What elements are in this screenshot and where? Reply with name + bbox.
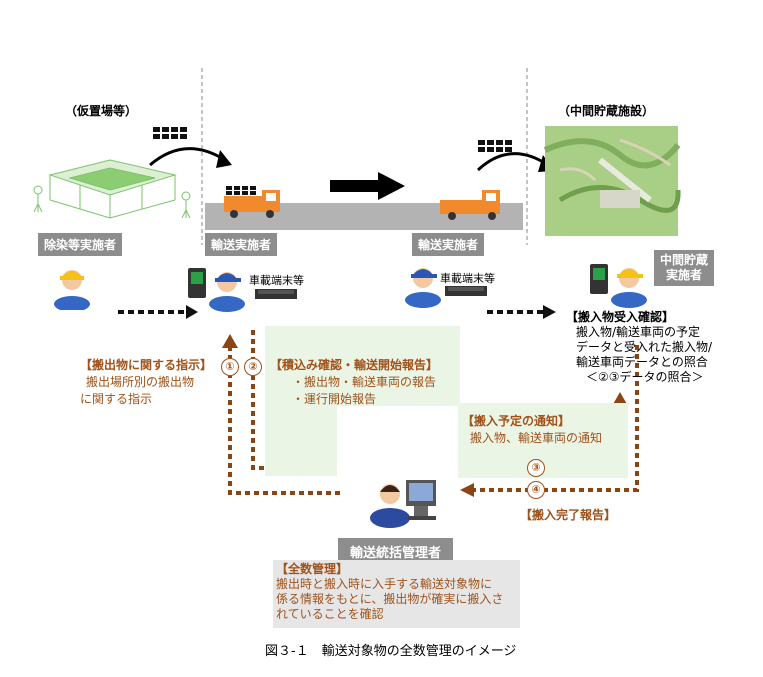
loading-line1: ・搬出物・輸送車両の報告 — [292, 375, 437, 389]
receipt-line2: データと受入れた搬入物/ — [576, 340, 713, 354]
loading-green-box — [265, 326, 460, 406]
terminal-label-left: 車載端末等 — [249, 274, 304, 287]
loading-line2: ・運行開始報告 — [292, 392, 377, 406]
interim-facility-label: （中間貯蔵施設） — [558, 104, 655, 118]
complete-report-title: 【搬入完了報告】 — [520, 508, 617, 522]
transport-arrow — [330, 172, 405, 200]
interim-facility-image — [543, 126, 681, 236]
instruction-title: 【搬出物に関する指示】 — [80, 358, 213, 372]
arrow-instruction — [228, 345, 340, 495]
summary-box — [273, 560, 520, 628]
worker-interim-icon — [590, 264, 647, 308]
temporary-site-label: （仮置場等） — [65, 104, 138, 118]
receipt-title: 【搬入物受入確認】 — [566, 310, 675, 324]
instruction-box: 【搬出物に関する指示】 搬出場所別の搬出物 に関する指示 — [80, 356, 212, 407]
figure-caption: 図３-１ 輸送対象物の全数管理のイメージ — [265, 644, 517, 659]
actor-interim-line2: 実施者 — [666, 268, 703, 282]
summary-title: 【全数管理】 — [276, 562, 349, 576]
summary-line1: 搬出時と搬入時に入手する輸送対象物に — [276, 577, 493, 591]
actor-transport-left: 輸送実施者 — [205, 233, 278, 256]
arrow-report — [251, 330, 325, 470]
cargo-blocks-left — [153, 127, 187, 139]
unload-curve-arrow — [476, 152, 549, 172]
instruction-line2: に関する指示 — [80, 392, 153, 406]
cargo-blocks-right — [478, 140, 512, 152]
worker-decontamination-icon — [54, 270, 90, 310]
truck-empty — [440, 190, 500, 220]
step-3: ③ — [527, 459, 545, 477]
schedule-box: 【搬入予定の通知】 搬入物、輸送車両の通知 — [462, 412, 602, 446]
step-4: ④ — [527, 481, 545, 499]
actor-interim-line1: 中間貯蔵 — [660, 253, 709, 267]
receipt-line4: ＜②③データの照合＞ — [586, 370, 704, 384]
actor-interim-operator: 中間貯蔵 実施者 — [654, 250, 715, 286]
schedule-line1: 搬入物、輸送車両の通知 — [470, 431, 603, 445]
manager-at-computer-icon — [370, 480, 436, 528]
terminal-device-left — [255, 289, 297, 299]
schedule-title: 【搬入予定の通知】 — [462, 414, 571, 428]
loading-box: 【積込み確認・輸送開始報告】 ・搬出物・輸送車両の報告 ・運行開始報告 — [270, 356, 438, 407]
summary-line2: 係る情報をもとに、搬出物が確実に搬入さ — [276, 592, 504, 606]
worker-transport-left-icon — [188, 268, 245, 312]
terminal-device-right — [445, 286, 487, 296]
step-2: ② — [244, 358, 262, 376]
loading-title: 【積込み確認・輸送開始報告】 — [270, 358, 439, 372]
actor-decontamination: 除染等実施者 — [38, 233, 123, 256]
summary-line3: れていることを確認 — [276, 607, 384, 621]
receipt-line3: 輸送車両データとの照合 — [576, 355, 708, 369]
instruction-line1: 搬出場所別の搬出物 — [86, 375, 195, 389]
actor-transport-right: 輸送実施者 — [412, 233, 485, 256]
temporary-site-drawing — [33, 159, 191, 219]
load-curve-arrow — [149, 147, 226, 167]
terminal-label-right: 車載端末等 — [440, 272, 495, 285]
receipt-line1: 搬入物/輸送車両の予定 — [576, 325, 701, 339]
worker-transport-right-icon — [405, 268, 441, 308]
receipt-box: 【搬入物受入確認】 搬入物/輸送車両の予定 データと受入れた搬入物/ 輸送車両デ… — [566, 310, 712, 385]
truck-loaded — [224, 186, 280, 218]
arrow-complete — [470, 345, 639, 492]
step-1: ① — [221, 358, 239, 376]
summary-text: 【全数管理】 搬出時と搬入時に入手する輸送対象物に 係る情報をもとに、搬出物が確… — [276, 562, 503, 622]
